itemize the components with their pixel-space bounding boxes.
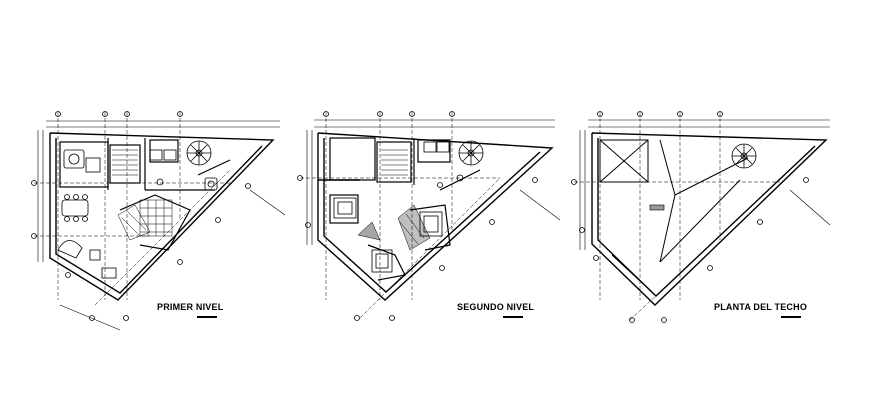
plan-primer-nivel bbox=[31, 111, 286, 331]
title-underline bbox=[503, 316, 523, 318]
plan-outline bbox=[49, 132, 275, 301]
axis-bubbles bbox=[297, 111, 538, 321]
roof-lines bbox=[599, 139, 749, 293]
plan-title-segundo-nivel: SEGUNDO NIVEL bbox=[457, 302, 535, 312]
roof-note bbox=[649, 204, 665, 211]
dimension-lines bbox=[37, 120, 286, 331]
plan-outline bbox=[317, 132, 554, 301]
dimension-lines bbox=[579, 119, 831, 250]
interior-walls bbox=[59, 138, 231, 251]
furniture bbox=[57, 149, 218, 279]
furniture bbox=[333, 141, 464, 273]
plan-planta-del-techo bbox=[571, 111, 831, 323]
interior-walls bbox=[329, 137, 481, 281]
stair bbox=[112, 149, 138, 176]
spiral-stair bbox=[731, 143, 757, 169]
spiral-stair bbox=[186, 140, 212, 166]
plan-title-primer-nivel: PRIMER NIVEL bbox=[157, 302, 224, 312]
spiral-stair bbox=[458, 140, 484, 166]
plan-title-planta-del-techo: PLANTA DEL TECHO bbox=[714, 302, 808, 312]
floor-hatch bbox=[117, 199, 173, 241]
plan-segundo-nivel bbox=[297, 111, 561, 321]
grid-axes bbox=[300, 112, 501, 319]
stair bbox=[381, 149, 408, 176]
title-underline bbox=[197, 316, 217, 318]
title-underline bbox=[781, 316, 801, 318]
grid-axes bbox=[574, 112, 791, 321]
floor-hatch bbox=[357, 204, 431, 251]
axis-bubbles bbox=[571, 111, 809, 323]
axis-bubbles bbox=[31, 111, 251, 321]
dimension-lines bbox=[306, 119, 561, 245]
